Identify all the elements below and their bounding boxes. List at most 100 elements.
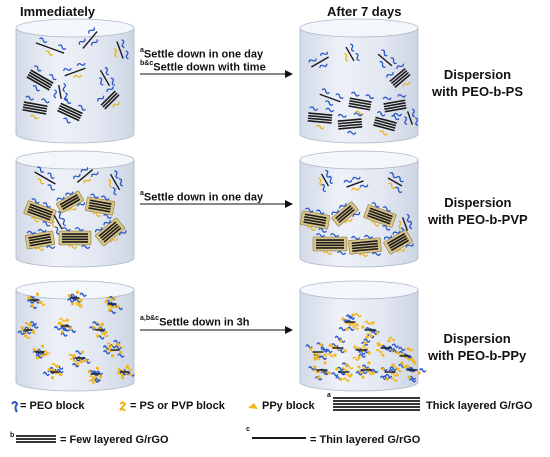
graphene-layer (22, 106, 47, 113)
polymer-chain (90, 171, 99, 178)
sheet-r1-after (373, 111, 400, 136)
cluster-r3-after (308, 361, 331, 381)
sheet-r2-before (34, 166, 56, 191)
ppy-chain (106, 342, 114, 347)
graphene-layer (394, 73, 411, 89)
graphene-layer (383, 99, 406, 105)
sheet-r1-before (22, 95, 50, 120)
polymer-chain (30, 216, 40, 223)
sheet-r2-after (348, 234, 382, 258)
ppy-dot (117, 367, 121, 372)
polymer-chain (53, 89, 58, 99)
polymer-chain (35, 247, 45, 251)
ppy-chain (116, 371, 124, 376)
ppy-dot (115, 342, 120, 346)
ppy-dot (385, 377, 389, 381)
ppy-icon (248, 403, 258, 409)
graphene-layer (28, 208, 52, 219)
polymer-chain (321, 183, 326, 193)
polymer-chain (73, 173, 81, 179)
polymer-chain (40, 98, 50, 104)
ppy-dot (417, 371, 421, 375)
graphene-layer (29, 203, 53, 214)
polymer-chain (114, 48, 118, 58)
graphene-layer (60, 102, 83, 115)
graphene-layer (76, 169, 94, 183)
cluster-r3-after (352, 341, 371, 362)
graphene-layer (352, 245, 379, 250)
polymer-chain (37, 228, 47, 233)
ppy-dot (339, 377, 343, 381)
cluster-r3-after (338, 313, 362, 332)
graphene-layer (26, 76, 50, 91)
legend-thick-label: Thick layered G/rGO (426, 400, 533, 412)
polymer-chain (51, 219, 56, 228)
ppy-chain (312, 353, 320, 358)
sheet-r2-after (312, 232, 348, 256)
ppy-dot (80, 350, 85, 354)
ppy-chain (79, 292, 87, 297)
graphene-layer (367, 214, 391, 225)
polymer-chain (404, 116, 408, 126)
cluster-r3-before (26, 292, 46, 310)
polymer-chain (409, 220, 413, 230)
sheet-r2-before (56, 190, 86, 214)
polymer-chain (355, 52, 360, 62)
legend-thick-sup: a (327, 392, 331, 399)
polymer-chain (57, 211, 62, 220)
ppy-dot (313, 357, 317, 361)
row1-arrow-label-2: b&cSettle down with time (140, 60, 266, 74)
ppy-dot (403, 365, 407, 369)
ppy-chain (347, 326, 355, 332)
ppy-dot (95, 366, 100, 370)
ppy-chain (392, 365, 400, 370)
graphene-layer (88, 207, 111, 213)
graphene-layer (389, 67, 406, 83)
ppy-chain (370, 368, 379, 374)
polymer-chain (55, 226, 60, 235)
ppy-chain (385, 373, 393, 379)
ppy-chain (106, 304, 114, 309)
sheet-r2-before (107, 170, 124, 196)
ppy-chain (20, 329, 28, 334)
ppy-chain (62, 327, 70, 332)
graphene-layer (387, 177, 403, 187)
polymer-chain (350, 91, 360, 97)
polymer-chain (390, 57, 397, 65)
ppy-dot (406, 347, 410, 351)
polymer-chain (406, 213, 410, 223)
sheet-r2-after (383, 229, 414, 255)
polymer-chain (382, 96, 392, 101)
polymer-chain (325, 169, 330, 178)
polymer-chain (103, 213, 112, 219)
graphene-layer (308, 112, 333, 116)
polymer-chain (335, 93, 344, 99)
ppy-chain (331, 372, 339, 377)
polymer-chain (37, 178, 45, 185)
cluster-r3-after (379, 363, 403, 382)
sheet-r1-before (57, 97, 86, 124)
graphene-layer (62, 198, 81, 210)
ppy-chain (89, 326, 97, 331)
ppy-dot (323, 353, 327, 357)
ppy-chain (363, 338, 371, 343)
row3-arrow-label: a,b&cSettle down in 3h (140, 315, 250, 329)
ppy-dot (70, 302, 75, 306)
polymer-chain (319, 63, 328, 68)
ppy-dot (120, 376, 125, 380)
sheet-r2-after (318, 169, 333, 193)
ppy-chain (313, 356, 321, 361)
sheet-coating (23, 200, 57, 224)
container-row2-before-top (15, 150, 135, 170)
ppy-dot (60, 330, 65, 334)
graphene-layer (351, 242, 378, 247)
polymer-chain (47, 184, 55, 191)
ppy-dot (110, 354, 115, 358)
ppy-dot (349, 373, 353, 377)
graphene-layer (338, 126, 363, 130)
sheet-r1-before (35, 37, 67, 56)
ppy-chain (388, 336, 396, 341)
cluster-r3-before (87, 366, 104, 384)
ppy-chain (17, 330, 25, 336)
graphene-layer (88, 204, 111, 210)
